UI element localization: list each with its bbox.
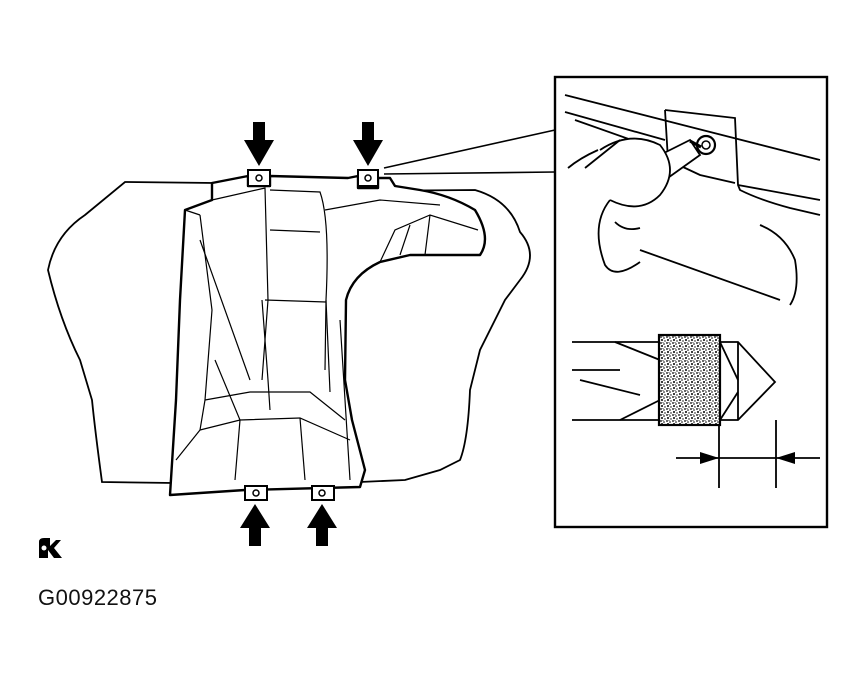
drill-detail-illustration [564, 94, 821, 306]
callout-leader-lines [383, 129, 556, 175]
drill-stop-collar [657, 333, 722, 427]
tab-hole [318, 489, 326, 497]
tab-hole [364, 174, 372, 182]
arrow-up-icon [307, 504, 337, 546]
arrow-up-icon [240, 504, 270, 546]
publisher-logo-icon [39, 538, 62, 558]
tab-hole [255, 174, 263, 182]
tab-hole [252, 489, 260, 497]
arrow-down-icon [353, 122, 383, 166]
dimension-arrows [700, 452, 795, 464]
figure-reference-code: G00922875 [38, 585, 158, 610]
arrow-down-icon [244, 122, 274, 166]
duct-detail-lines [175, 187, 479, 481]
